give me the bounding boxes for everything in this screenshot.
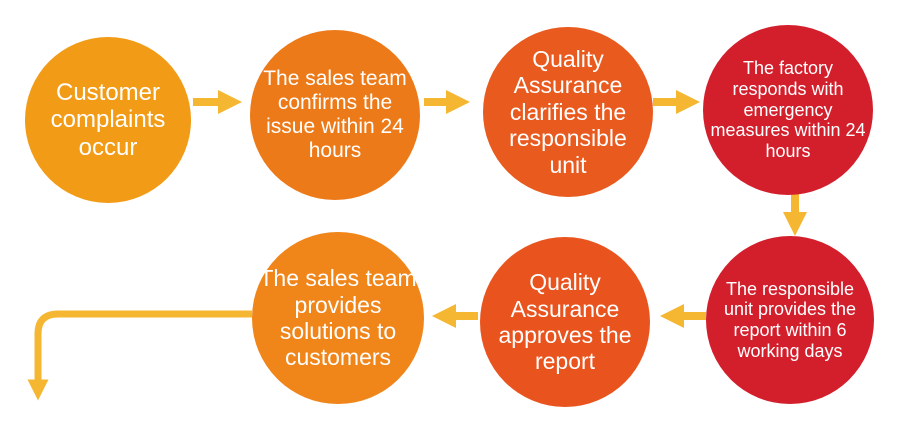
arrow-7-exit xyxy=(27,310,252,401)
step-label: The responsible unit provides the report… xyxy=(723,278,857,361)
step-qa-approves-report: Quality Assurance approves the report xyxy=(480,237,650,407)
step-label: Customer complaints occur xyxy=(50,78,166,161)
step-label: The factory responds with emergency meas… xyxy=(710,58,866,162)
step-qa-clarifies-unit: Quality Assurance clarifies the responsi… xyxy=(483,27,653,197)
step-sales-team-confirms: The sales team confirms the issue within… xyxy=(250,30,420,200)
step-responsible-unit-report: The responsible unit provides the report… xyxy=(706,236,874,404)
step-label: Quality Assurance approves the report xyxy=(498,269,632,375)
step-customer-complaints-occur: Customer complaints occur xyxy=(25,37,191,203)
step-label: The sales team provides solutions to cus… xyxy=(259,265,417,371)
step-factory-emergency-measures: The factory responds with emergency meas… xyxy=(703,25,873,195)
step-label: Quality Assurance clarifies the responsi… xyxy=(509,45,627,178)
step-label: The sales team confirms the issue within… xyxy=(263,66,407,163)
step-sales-team-provides-solutions: The sales team provides solutions to cus… xyxy=(252,232,424,404)
